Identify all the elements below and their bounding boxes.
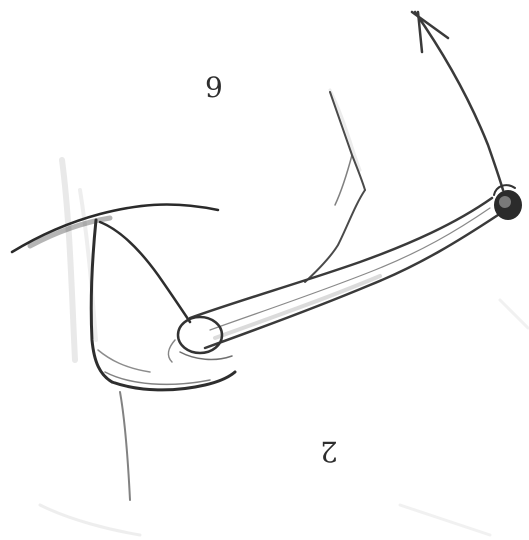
base-joint	[168, 317, 232, 362]
base-joint-cross-2	[168, 340, 175, 362]
end-knob	[494, 185, 522, 220]
top-left-arc-main	[12, 204, 218, 252]
label-number-bottom: 2	[320, 437, 338, 465]
shade-stroke-left-1	[62, 160, 75, 360]
rotation-arrow	[412, 12, 503, 190]
long-rod	[190, 198, 498, 348]
frame-bottom-tail	[120, 392, 130, 500]
long-rod-inner-line	[210, 208, 490, 330]
end-knob-inner	[499, 196, 511, 208]
top-left-arc	[12, 204, 218, 252]
base-joint-circle	[178, 317, 222, 353]
shade-stroke-right	[500, 300, 528, 328]
frame-bottom-shade	[105, 372, 210, 384]
long-rod-top-edge	[190, 198, 492, 318]
upper-segment	[305, 92, 365, 282]
long-rod-bottom-edge	[205, 215, 498, 348]
rotation-arrow-arc	[415, 12, 503, 190]
upper-segment-edge-3	[335, 155, 352, 205]
label-number-top: 9	[205, 74, 223, 102]
frame-inner-edge	[100, 222, 190, 322]
shade-stroke-bottom-2	[400, 505, 490, 535]
long-rod-shade	[215, 276, 380, 338]
frame-lower-curve	[98, 350, 150, 372]
upper-segment-edge-1	[330, 92, 365, 190]
shade-stroke-bottom-1	[40, 505, 140, 535]
